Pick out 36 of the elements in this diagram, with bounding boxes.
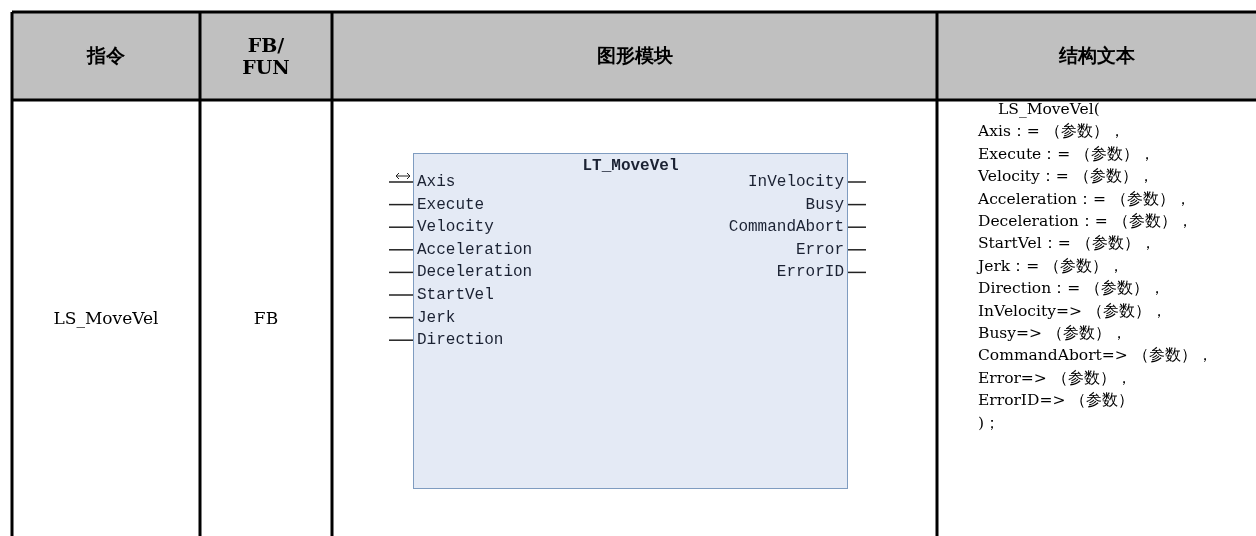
output-pin-name: Busy	[805, 194, 844, 215]
header-text: 指令	[87, 43, 125, 68]
code-line: Jerk：= （参数），	[978, 255, 1125, 277]
output-pin-name: ErrorID	[776, 262, 844, 283]
input-pin-name: Execute	[417, 194, 485, 215]
code-line: ErrorID=> （参数）	[978, 390, 1135, 412]
code-line: Axis：= （参数），	[978, 121, 1125, 143]
header-text: FB/ FUN	[242, 34, 290, 78]
cell-text: FB	[253, 308, 279, 328]
code-line: Deceleration：= （参数），	[978, 211, 1193, 232]
function-block	[413, 153, 848, 489]
output-pin-name: CommandAbort	[728, 217, 844, 238]
code-line: InVelocity=> （参数），	[978, 300, 1167, 322]
output-pin-name: Error	[796, 239, 844, 260]
code-line: LS_MoveVel(	[998, 99, 1100, 120]
cell-text: LS_MoveVel	[53, 308, 159, 328]
code-line: StartVel：= （参数），	[978, 233, 1156, 255]
input-pin-name: Acceleration	[417, 239, 533, 260]
code-line: Error=> （参数），	[978, 367, 1132, 389]
input-pin-name: Axis	[417, 172, 456, 192]
input-pin-name: Velocity	[417, 217, 494, 238]
code-line: Busy=> （参数），	[978, 323, 1127, 344]
input-pin-name: Direction	[417, 330, 504, 351]
input-pin-name: Deceleration	[417, 262, 533, 283]
output-pin-name: InVelocity	[748, 172, 844, 192]
code-line: Direction：= （参数），	[978, 278, 1166, 300]
block-title: LT_MoveVel	[581, 156, 680, 176]
header-text: 图形模块	[596, 43, 673, 68]
code-line: CommandAbort=> （参数），	[978, 345, 1213, 367]
code-line: Execute：= （参数），	[978, 143, 1156, 165]
input-pin-name: Jerk	[417, 307, 456, 328]
input-pin-name: StartVel	[417, 285, 494, 305]
header-text: 结构文本	[1058, 43, 1135, 68]
code-line: Velocity：= （参数），	[978, 166, 1154, 188]
code-line: )；	[978, 412, 1001, 434]
code-line: Acceleration：= （参数），	[978, 188, 1191, 210]
